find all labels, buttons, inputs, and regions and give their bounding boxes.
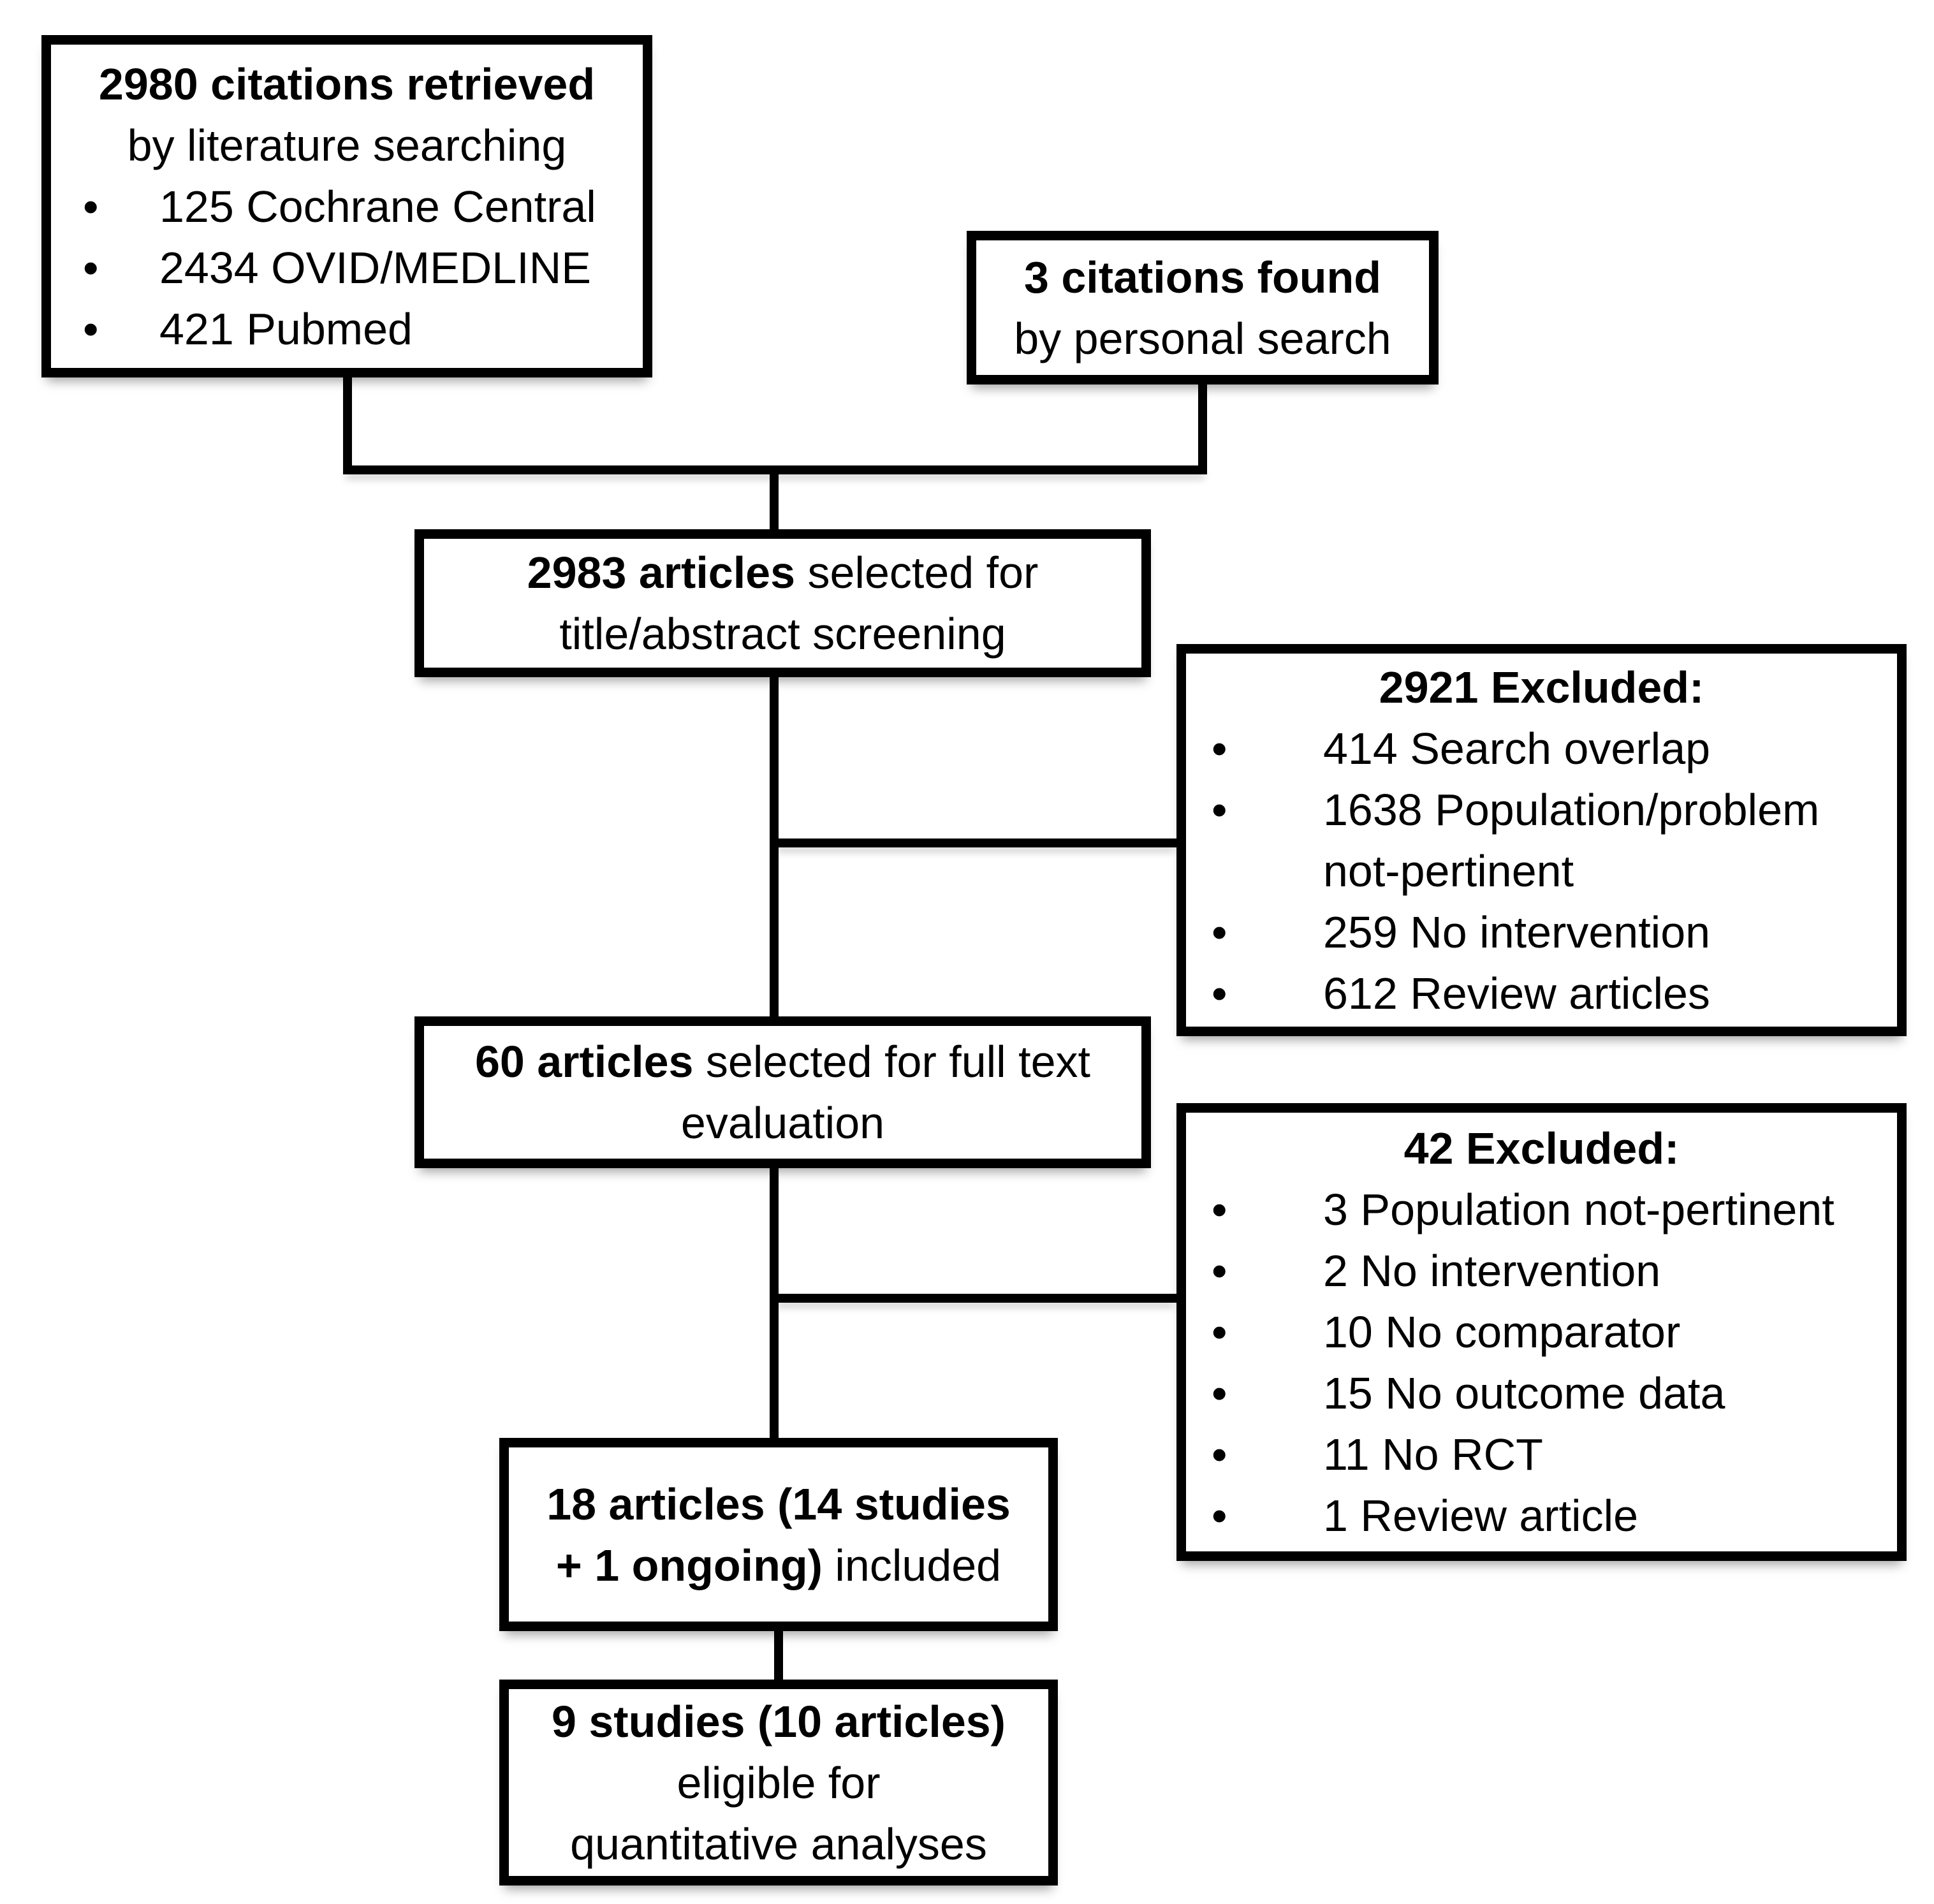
list-item: • 259 No intervention	[1186, 902, 1897, 963]
personal-title: 3 citations found	[1024, 252, 1381, 302]
bullet-text: 414 Search overlap	[1323, 723, 1711, 773]
bullet-text: 259 No intervention	[1323, 907, 1711, 957]
connector-included-to-quantitative	[774, 1629, 783, 1681]
quantitative-line2: eligible for	[677, 1757, 881, 1808]
fulltext-line1: 60 articles selected for full text	[424, 1031, 1141, 1092]
screening-rest: selected for	[795, 548, 1039, 597]
bullet-text: 15 No outcome data	[1323, 1368, 1725, 1418]
bullet-icon: •	[1212, 968, 1227, 1018]
list-item: • 1638 Population/problem not-pertinent	[1186, 779, 1897, 902]
box-quantitative-analyses: 9 studies (10 articles) eligible for qua…	[499, 1680, 1058, 1886]
included-line2: + 1 ongoing) included	[509, 1535, 1048, 1596]
list-item: • 3 Population not-pertinent	[1186, 1179, 1897, 1240]
excluded-screening-title: 2921 Excluded:	[1379, 662, 1704, 712]
bullet-icon: •	[1212, 1368, 1227, 1418]
quantitative-line3: quantitative analyses	[570, 1819, 987, 1869]
box-title-abstract-screening: 2983 articles selected for title/abstrac…	[414, 529, 1151, 677]
screening-line2: title/abstract screening	[559, 609, 1006, 659]
bullet-text: 2 No intervention	[1323, 1246, 1661, 1296]
list-item: • 414 Search overlap	[1186, 718, 1897, 779]
bullet-icon: •	[1212, 723, 1227, 773]
fulltext-count: 60 articles	[475, 1037, 694, 1087]
bullet-icon: •	[1212, 1185, 1227, 1234]
list-item: • 2434 OVID/MEDLINE	[51, 237, 643, 298]
connector-branch-excluded-fulltext	[774, 1294, 1177, 1303]
bullet-text: 612 Review articles	[1323, 968, 1710, 1018]
retrieved-subtitle: by literature searching	[127, 120, 567, 170]
box-excluded-screening: 2921 Excluded: • 414 Search overlap • 16…	[1176, 644, 1907, 1036]
bullet-icon: •	[83, 181, 99, 231]
excluded-fulltext-title: 42 Excluded:	[1403, 1124, 1680, 1173]
list-item: • 421 Pubmed	[51, 298, 643, 360]
included-line2-bold: + 1 ongoing)	[555, 1540, 823, 1590]
connector-from-retrieved	[343, 376, 352, 471]
box-citations-retrieved: 2980 citations retrieved by literature s…	[41, 35, 652, 377]
bullet-text: 125 Cochrane Central	[159, 181, 596, 231]
quantitative-line1: 9 studies (10 articles)	[552, 1696, 1006, 1747]
list-item: • 612 Review articles	[1186, 963, 1897, 1024]
connector-merge-horizontal	[343, 465, 1207, 474]
fulltext-rest: selected for full text	[693, 1037, 1090, 1087]
retrieved-title: 2980 citations retrieved	[98, 59, 596, 109]
bullet-icon: •	[1212, 907, 1227, 957]
bullet-text: 1 Review article	[1323, 1491, 1639, 1541]
connector-fulltext-to-included	[770, 1167, 779, 1439]
connector-from-personal-search	[1198, 383, 1207, 471]
connector-to-screening	[770, 473, 779, 531]
bullet-icon: •	[1212, 1246, 1227, 1296]
personal-subtitle: by personal search	[1014, 313, 1391, 363]
bullet-icon: •	[83, 242, 99, 293]
bullet-text: 3 Population not-pertinent	[1323, 1185, 1835, 1234]
bullet-icon: •	[1212, 784, 1227, 835]
box-excluded-full-text: 42 Excluded: • 3 Population not-pertinen…	[1176, 1103, 1907, 1561]
screening-count: 2983 articles	[527, 548, 796, 597]
connector-branch-excluded-screening	[774, 838, 1177, 847]
list-item: • 10 No comparator	[1186, 1301, 1897, 1363]
bullet-icon: •	[1212, 1430, 1227, 1479]
box-included: 18 articles (14 studies + 1 ongoing) inc…	[499, 1438, 1058, 1631]
box-personal-search: 3 citations found by personal search	[967, 231, 1439, 384]
bullet-text: 421 Pubmed	[159, 304, 413, 354]
bullet-text: 10 No comparator	[1323, 1307, 1681, 1357]
included-line1: 18 articles (14 studies	[546, 1479, 1011, 1529]
fulltext-line2: evaluation	[680, 1098, 885, 1148]
list-item: • 125 Cochrane Central	[51, 176, 643, 237]
list-item: • 1 Review article	[1186, 1485, 1897, 1546]
bullet-text: 2434 OVID/MEDLINE	[159, 242, 591, 293]
bullet-text: 1638 Population/problem not-pertinent	[1323, 784, 1820, 896]
included-line2-rest: included	[822, 1540, 1002, 1590]
box-full-text-evaluation: 60 articles selected for full text evalu…	[414, 1016, 1151, 1168]
bullet-text: 11 No RCT	[1323, 1430, 1543, 1479]
bullet-icon: •	[1212, 1491, 1227, 1541]
bullet-icon: •	[1212, 1307, 1227, 1357]
list-item: • 15 No outcome data	[1186, 1363, 1897, 1424]
list-item: • 2 No intervention	[1186, 1240, 1897, 1301]
list-item: • 11 No RCT	[1186, 1424, 1897, 1485]
screening-line1: 2983 articles selected for	[424, 542, 1141, 603]
bullet-icon: •	[83, 304, 99, 354]
